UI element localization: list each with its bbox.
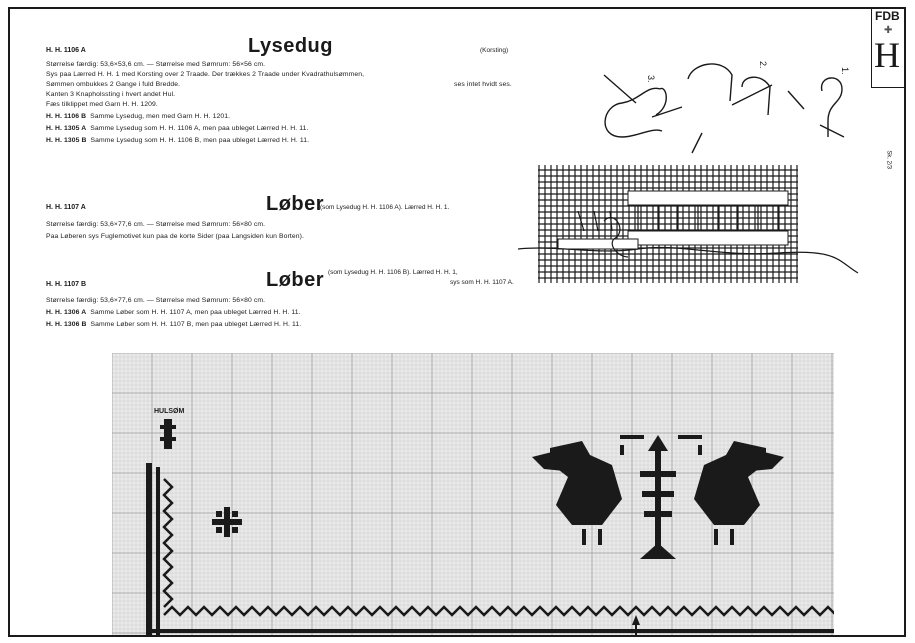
side-note: Sk. 2/3 (886, 150, 892, 169)
text-line: Sømmen ombukkes 2 Gange i fuld Bredde. (46, 81, 180, 88)
section-title: Løber (266, 193, 324, 216)
technique-tag: (Korsting) (480, 47, 508, 54)
logo-text: FDB (875, 9, 900, 23)
fdb-logo: FDB ✚ H (871, 7, 906, 88)
variant-code: H. H. 1306 A (46, 309, 86, 316)
text-line: Størrelse færdig: 53,6×53,6 cm. — Større… (46, 61, 265, 68)
section-title: Løber (266, 269, 324, 292)
variant-line: H. H. 1305 B Samme Lysedug som H. H. 110… (46, 137, 309, 144)
item-code: H. H. 1106 A (46, 47, 86, 54)
variant-line: H. H. 1306 B Samme Løber som H. H. 1107 … (46, 321, 301, 328)
star-motif (212, 507, 242, 537)
chart-grid: HULSØM (112, 353, 834, 637)
text-line: Paa Løberen sys Fuglemotivet kun paa de … (46, 233, 304, 240)
step-label: 2. (758, 61, 768, 69)
text-line: Størrelse færdig: 53,6×77,6 cm. — Større… (46, 221, 265, 228)
variant-line: H. H. 1305 A Samme Lysedug som H. H. 110… (46, 125, 308, 132)
variant-line: H. H. 1306 A Samme Løber som H. H. 1107 … (46, 309, 301, 316)
text-line: Fæs tilklippet med Garn H. H. 1209. (46, 101, 158, 108)
item-code: H. H. 1107 B (46, 281, 86, 288)
stitch-steps-illustration: 3. 2. 1. (592, 45, 860, 155)
section-title: Lysedug (248, 35, 333, 58)
hemstitch-weave-illustration (518, 161, 862, 291)
text-line: Sys paa Lærred H. H. 1 med Korsting over… (46, 71, 364, 78)
variant-line: H. H. 1106 B Samme Lysedug, men med Garn… (46, 113, 230, 120)
variant-code: H. H. 1306 B (46, 321, 87, 328)
step-label: 1. (840, 67, 850, 75)
cross-stitch-chart: HULSØM (112, 353, 834, 637)
variant-text: Samme Løber som H. H. 1107 B, men paa ub… (90, 321, 301, 328)
section-suffix: (som Lysedug H. H. 1106 B). Lærred H. H.… (328, 269, 458, 276)
section-suffix: sys som H. H. 1107 A. (450, 279, 514, 286)
logo-mark: H (874, 37, 900, 73)
variant-code: H. H. 1305 A (46, 125, 86, 132)
variant-text: Samme Lysedug som H. H. 1106 A, men paa … (90, 125, 308, 132)
variant-code: H. H. 1305 B (46, 137, 87, 144)
text-line: Størrelse færdig: 53,6×77,6 cm. — Større… (46, 297, 265, 304)
variant-code: H. H. 1106 B (46, 113, 86, 120)
step-label: 3. (646, 75, 656, 83)
text-line: Kanten 3 Knapholssting i hvert andet Hul… (46, 91, 175, 98)
text-line: ses intet hvidt ses. (454, 81, 512, 88)
variant-text: Samme Lysedug, men med Garn H. H. 1201. (90, 113, 230, 120)
hemstitch-label: HULSØM (154, 408, 185, 415)
variant-text: Samme Lysedug som H. H. 1106 B, men paa … (90, 137, 309, 144)
item-code: H. H. 1107 A (46, 204, 86, 211)
variant-text: Samme Løber som H. H. 1107 A, men paa ub… (90, 309, 300, 316)
section-suffix: (som Lysedug H. H. 1106 A). Lærred H. H.… (320, 204, 449, 211)
pattern-page: FDB ✚ H Sk. 2/3 H. H. 1106 A Lysedug (Ko… (8, 7, 906, 637)
